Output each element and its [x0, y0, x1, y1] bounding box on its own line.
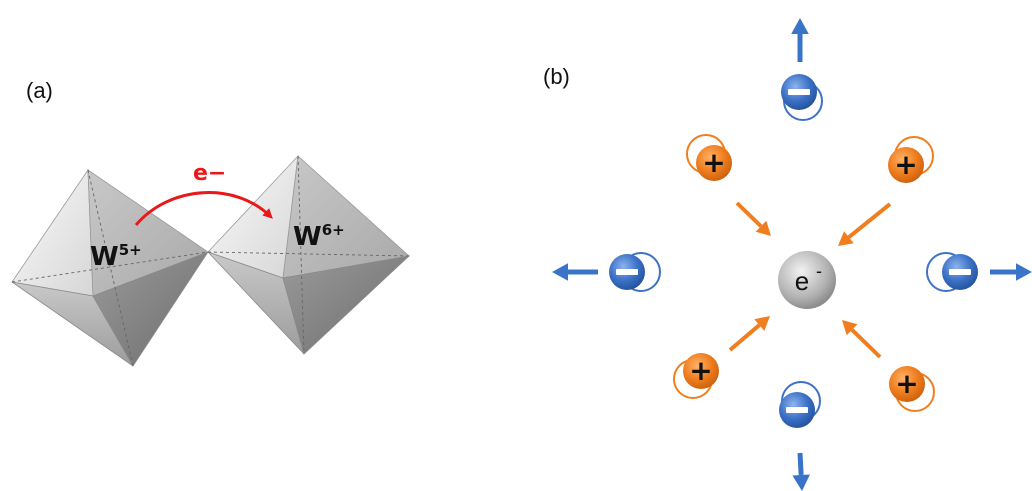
arrow-in-bottomright — [842, 320, 882, 359]
polaron-diagram: e- + + + + — [552, 18, 1032, 491]
arrow-in-bottomleft — [728, 316, 770, 352]
octahedron-left — [11, 168, 210, 367]
electron-transfer-arrow — [134, 191, 273, 226]
transfer-label: e− — [193, 161, 226, 186]
minus-sign — [788, 89, 810, 95]
plus-sign: + — [689, 354, 712, 387]
positive-ion-bottomright: + — [889, 366, 935, 412]
arrow-right — [990, 263, 1032, 281]
minus-sign — [949, 269, 971, 275]
arrow-in-topright — [838, 202, 892, 246]
w5-ion-label: W5+ — [90, 241, 142, 272]
plus-sign: + — [894, 148, 917, 181]
arrow-left — [552, 263, 598, 281]
positive-ion-bottomleft: + — [673, 353, 719, 399]
minus-sign — [616, 269, 638, 275]
electron-label: e — [795, 266, 809, 296]
negative-ion-bottom — [779, 381, 821, 428]
negative-ion-left — [609, 252, 661, 292]
w6-ion-label: W6+ — [293, 221, 345, 252]
panel-b-label: (b) — [543, 64, 570, 89]
octahedron-right — [207, 154, 411, 355]
arrow-up — [791, 18, 809, 62]
positive-ion-topleft: + — [686, 134, 732, 181]
negative-ion-right — [926, 252, 978, 292]
arrow-down — [792, 452, 810, 491]
minus-sign — [786, 407, 808, 413]
plus-sign: + — [702, 146, 725, 179]
plus-sign: + — [895, 367, 918, 400]
electron-charge: - — [816, 261, 822, 281]
center-electron: e- — [778, 251, 836, 309]
negative-ion-top — [781, 74, 823, 121]
positive-ion-topright: + — [888, 136, 934, 183]
arrow-in-topleft — [735, 201, 771, 236]
panel-a-label: (a) — [26, 78, 53, 103]
